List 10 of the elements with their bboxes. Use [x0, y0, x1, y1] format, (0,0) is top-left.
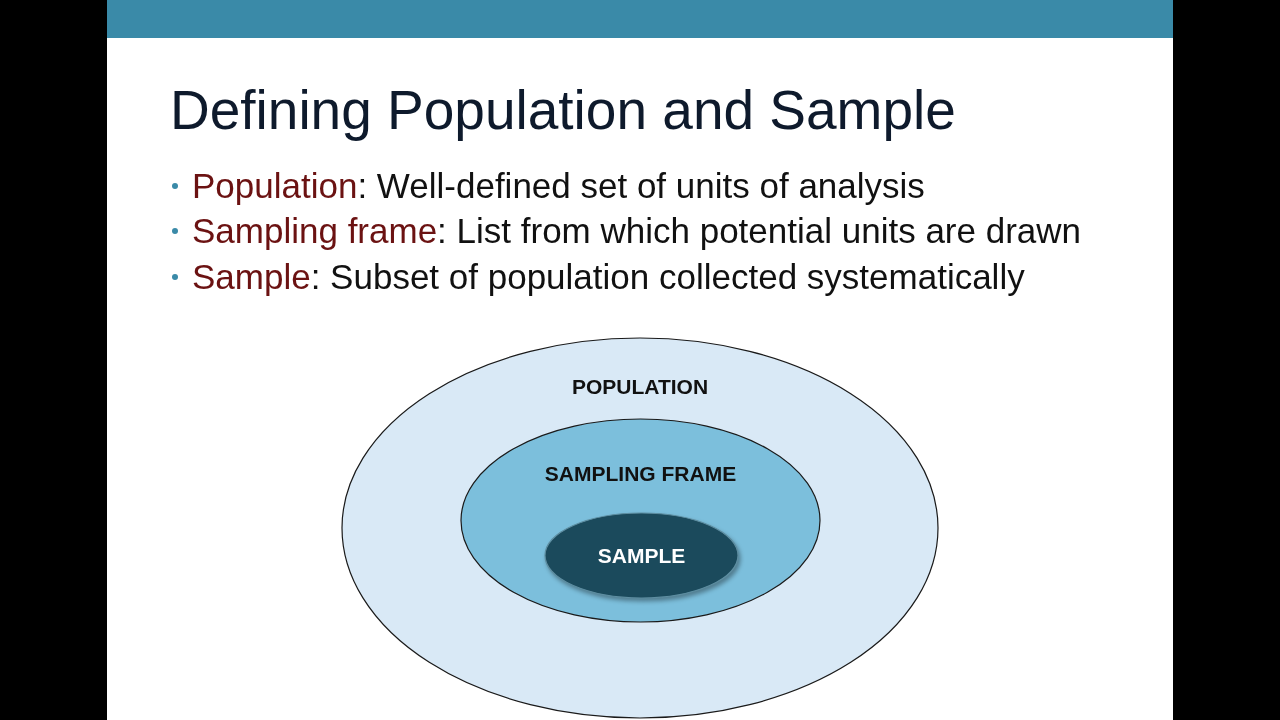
region-label: SAMPLE [597, 543, 686, 569]
ellipse-region [544, 512, 739, 599]
bullet-text: Population: Well-defined set of units of analysis [192, 166, 925, 206]
bullet-text: Sampling frame: List from which potential units are drawn [192, 211, 1082, 251]
region-label: POPULATION [571, 374, 709, 400]
ellipse-region [460, 418, 821, 623]
ellipse-region [341, 337, 939, 719]
region-label: SAMPLING FRAME [544, 461, 737, 487]
bullet-text: Sample: Subset of population collected systematically [192, 257, 1025, 297]
slide-title: Defining Population and Sample [170, 78, 956, 142]
